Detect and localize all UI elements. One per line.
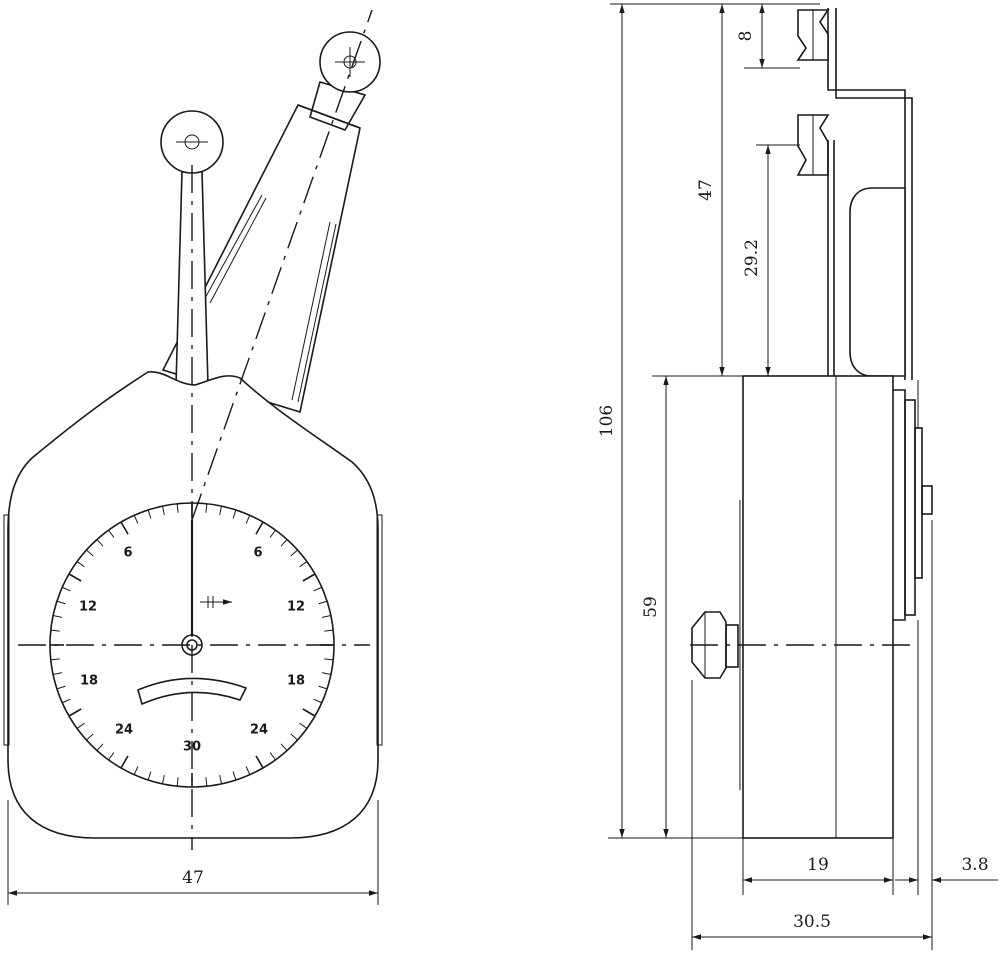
- dial-tick: [269, 752, 276, 761]
- dial-tick: [62, 698, 71, 704]
- dimension-body-depth: 19: [742, 838, 894, 895]
- dial-label-left-12: 12: [79, 600, 97, 615]
- dial-tick: [147, 509, 152, 519]
- dial-tick: [232, 509, 237, 519]
- dial-tick: [318, 685, 328, 690]
- dial-tick: [147, 771, 152, 781]
- upper-pulley: [796, 9, 830, 61]
- dial-tick: [302, 573, 316, 582]
- dimension-pulley-height: 47: [696, 4, 725, 376]
- dial-label-right-6: 6: [253, 546, 262, 561]
- dial-tick: [324, 658, 334, 661]
- dial-tick: [205, 777, 208, 787]
- dimension-total-height-label: 106: [597, 405, 617, 437]
- dial-tick: [52, 672, 63, 676]
- dial-tick: [299, 722, 308, 729]
- dial-tick: [56, 685, 66, 690]
- dial-tick: [321, 614, 332, 618]
- dial-tick: [290, 549, 298, 557]
- dial-label-left-18: 18: [80, 674, 98, 689]
- dial-tick: [324, 629, 334, 632]
- dimension-plate-thickness-label: 3.8: [961, 855, 988, 875]
- dial-tick: [76, 722, 85, 729]
- dimension-overall-depth: 30.5: [691, 680, 932, 950]
- right-grip: [376, 514, 383, 746]
- left-grip: [3, 514, 10, 746]
- upper-roller: [319, 31, 381, 93]
- dial-tick: [120, 755, 129, 769]
- dial-tick: [96, 539, 104, 547]
- dial-tick: [62, 586, 71, 592]
- dial-tick: [280, 743, 288, 751]
- dial-tick: [321, 672, 332, 676]
- dial-tick: [108, 752, 115, 761]
- dimension-body-height-label: 59: [641, 596, 661, 618]
- dial-tick: [86, 733, 94, 741]
- left-roller: [160, 110, 224, 174]
- dial-tick: [86, 549, 94, 557]
- dimension-top-offset: 8: [736, 4, 800, 69]
- dial-tick: [161, 774, 165, 785]
- dial-tick: [255, 521, 264, 535]
- dial-tick: [313, 586, 322, 592]
- dimension-width-label: 47: [182, 868, 204, 888]
- dial-tick: [52, 614, 63, 618]
- dial-tick: [120, 521, 129, 535]
- spring-housing: [849, 187, 906, 377]
- dial-tick: [96, 743, 104, 751]
- dial-label-right-18: 18: [287, 674, 305, 689]
- dial-tick: [68, 573, 82, 582]
- dial-tick: [318, 600, 328, 605]
- dial-tick: [50, 629, 60, 632]
- dial-tick: [245, 766, 251, 775]
- dial-tick: [269, 529, 276, 538]
- dial-tick: [299, 561, 308, 568]
- dimension-lower-pulley: 29.2: [742, 144, 800, 376]
- dial-tick: [290, 733, 298, 741]
- dial-label-right-12: 12: [287, 600, 305, 615]
- dimension-total-height: 106: [597, 3, 820, 839]
- dimension-overall-depth-label: 30.5: [793, 912, 831, 932]
- front-view: 6 12 18 24 6 12 18 24 30 47: [3, 9, 383, 905]
- side-body: [742, 375, 894, 839]
- dial-tick: [50, 658, 60, 661]
- dial-label-left-6: 6: [123, 546, 132, 561]
- dial-tick: [76, 561, 85, 568]
- side-view: 106 8 47 29.2 59 19: [597, 3, 998, 950]
- dial-tick: [68, 708, 82, 717]
- dial-label-right-24: 24: [250, 723, 268, 738]
- indicator-window: [137, 677, 248, 706]
- dial-tick: [232, 771, 237, 781]
- dial-tick: [219, 505, 223, 516]
- dimension-body-height: 59: [641, 375, 743, 838]
- lower-pulley: [796, 114, 830, 176]
- dial-tick: [133, 515, 139, 524]
- dimension-top-offset-label: 8: [736, 31, 756, 42]
- dimension-pulley-height-label: 47: [696, 179, 716, 201]
- dial-tick: [108, 529, 115, 538]
- dial-tick: [56, 600, 66, 605]
- dial-tick: [280, 539, 288, 547]
- dimension-width: 47: [7, 800, 379, 905]
- dial-tick: [161, 505, 165, 516]
- dial-tick: [176, 777, 179, 787]
- dial-tick: [176, 503, 179, 513]
- dial-tick: [302, 708, 316, 717]
- dimension-body-depth-label: 19: [807, 855, 829, 875]
- dial-tick: [133, 766, 139, 775]
- dial-tick: [219, 774, 223, 785]
- dial-tick: [255, 755, 264, 769]
- dial-tick: [205, 503, 208, 513]
- dimension-lower-pulley-label: 29.2: [742, 239, 762, 277]
- dial-tick: [245, 515, 251, 524]
- dial-label-left-24: 24: [115, 723, 133, 738]
- dial-tick: [313, 698, 322, 704]
- dimension-plate-thickness: 3.8: [895, 520, 998, 950]
